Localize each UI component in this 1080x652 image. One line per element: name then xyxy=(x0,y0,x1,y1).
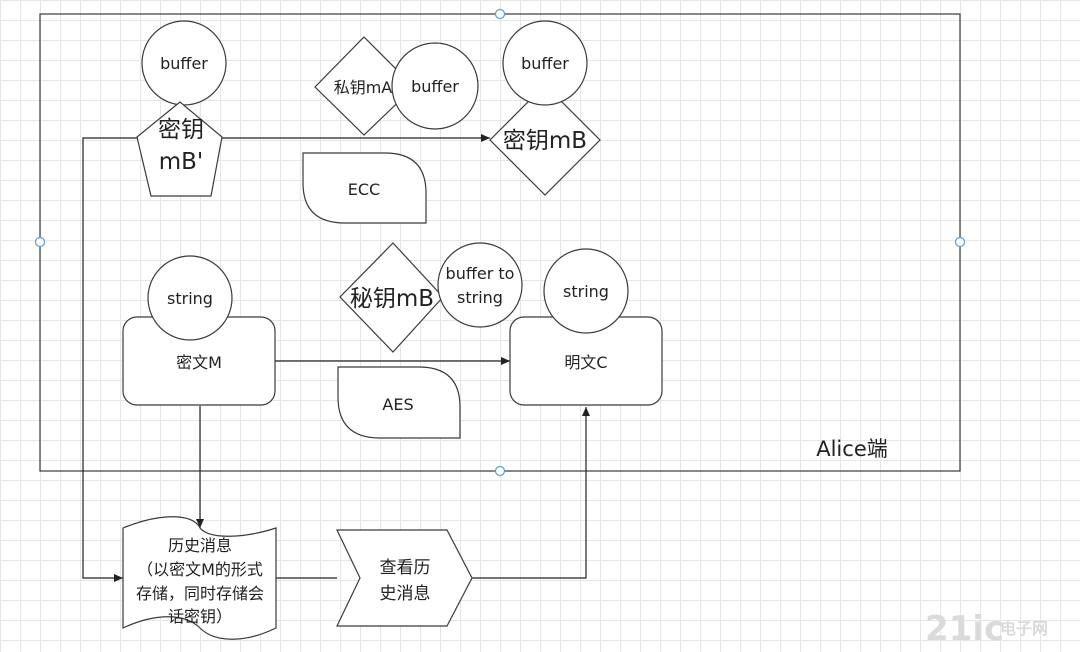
key-mb-prime-label-line2: mB' xyxy=(159,149,204,175)
resize-handle-top[interactable] xyxy=(494,8,506,20)
view-history-label-line1: 查看历 xyxy=(380,558,431,578)
key-mb-prime-pentagon[interactable] xyxy=(136,101,223,197)
history-label-line1: 历史消息 xyxy=(168,536,232,555)
aes-shape[interactable] xyxy=(337,366,461,439)
buffer-node-middle-label: buffer xyxy=(411,77,459,96)
string-node-right-label: string xyxy=(563,282,609,301)
buffer-node-top-right-label: buffer xyxy=(521,54,569,73)
key-mb-diamond[interactable] xyxy=(489,84,601,196)
plaintext-c-label: 明文C xyxy=(564,353,607,372)
view-history-chevron[interactable] xyxy=(336,529,473,627)
key-mb-label: 密钥mB xyxy=(503,128,587,154)
buffer-to-string-label-line1: buffer to xyxy=(446,264,515,283)
history-label-line2: （以密文M的形式 xyxy=(137,560,263,579)
string-node-left-label: string xyxy=(167,289,213,308)
history-label-line4: 话密钥） xyxy=(168,607,232,626)
history-messages-shape[interactable] xyxy=(122,516,277,640)
resize-handle-right[interactable] xyxy=(954,236,966,248)
buffer-node-top-left-label: buffer xyxy=(160,54,208,73)
edge-key-to-history[interactable] xyxy=(82,137,137,582)
alice-container-label: Alice端 xyxy=(816,437,888,461)
secret-key-mb-diamond[interactable] xyxy=(339,242,444,353)
watermark-logo: 21ic xyxy=(925,609,1004,649)
ciphertext-m-label: 密文M xyxy=(176,353,222,372)
history-label-line3: 存储，同时存储会 xyxy=(136,584,264,603)
buffer-node-middle[interactable] xyxy=(391,42,479,130)
string-node-right[interactable] xyxy=(543,248,629,334)
watermark-subtext: 电子网 xyxy=(1000,619,1048,638)
edge-view-to-plaintext[interactable] xyxy=(472,407,590,579)
private-key-ma-label: 私钥mA xyxy=(334,78,393,97)
secret-key-mb-label: 秘钥mB xyxy=(350,286,434,312)
resize-handle-left[interactable] xyxy=(34,236,46,248)
aes-label: AES xyxy=(382,395,413,414)
string-node-left[interactable] xyxy=(147,255,233,341)
buffer-node-top-right[interactable] xyxy=(502,20,588,106)
ecc-label: ECC xyxy=(348,180,380,199)
key-mb-prime-label-line1: 密钥 xyxy=(158,117,204,143)
buffer-to-string-node[interactable] xyxy=(437,242,523,328)
buffer-to-string-label-line2: string xyxy=(457,288,503,307)
ecc-shape[interactable] xyxy=(302,152,427,224)
view-history-label-line2: 史消息 xyxy=(380,584,431,604)
resize-handle-bottom[interactable] xyxy=(494,465,506,477)
